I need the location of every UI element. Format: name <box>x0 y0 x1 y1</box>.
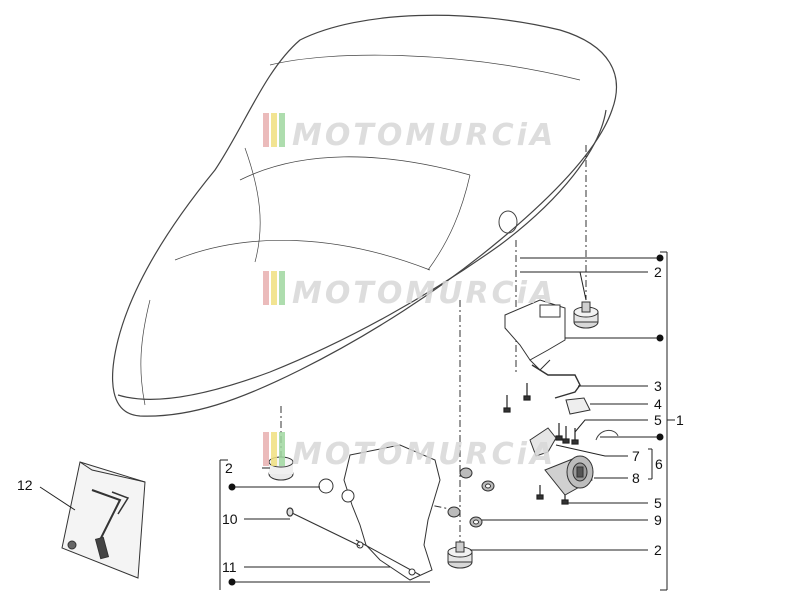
hook-block <box>539 304 561 318</box>
callout-1: 1 <box>676 412 684 428</box>
watermark-text: MOTOMURCiA <box>292 276 556 311</box>
watermark-stripe <box>263 113 269 147</box>
watermark-text: MOTOMURCiA <box>292 437 556 472</box>
watermark-text: MOTOMURCiA <box>292 118 556 153</box>
rubber-buffer-upper <box>573 301 599 329</box>
seat-seam-1 <box>269 54 581 81</box>
callout-2: 2 <box>225 460 233 476</box>
watermark-stripe <box>263 432 269 466</box>
hinge-plate <box>318 444 441 581</box>
watermark-stripe <box>271 271 277 305</box>
release-cable <box>531 364 581 399</box>
spring-clip <box>595 430 619 441</box>
callout-2: 2 <box>654 264 662 280</box>
seat-hook-bracket <box>504 299 566 371</box>
callout-12: 12 <box>17 477 33 493</box>
callout-8: 8 <box>632 470 640 486</box>
callout-dots <box>228 254 664 586</box>
callout-labels: 1 2 2 2 3 4 5 5 6 7 8 9 10 11 12 <box>17 264 684 575</box>
seat-seam-5 <box>140 299 151 406</box>
seat-lower-edge <box>117 109 607 400</box>
nuts <box>447 467 495 528</box>
callout-2: 2 <box>654 542 662 558</box>
tool-kit-bag <box>61 461 146 579</box>
leader-lines <box>39 251 675 591</box>
lock-cover <box>529 427 557 457</box>
hinge-pin <box>286 507 361 547</box>
callout-10: 10 <box>222 511 238 527</box>
callout-6: 6 <box>655 456 663 472</box>
release-lever <box>565 397 591 415</box>
seat-seam-3 <box>244 147 261 263</box>
seat <box>112 14 617 417</box>
watermark-stripe <box>271 432 277 466</box>
seat-outline <box>112 14 617 417</box>
callout-9: 9 <box>654 512 662 528</box>
lock-cylinder <box>544 455 594 496</box>
watermark-stripe <box>279 271 285 305</box>
seat-seam-4 <box>427 174 471 271</box>
watermark-3: MOTOMURCiA <box>263 432 556 472</box>
callout-7: 7 <box>632 448 640 464</box>
rubber-buffer-lower <box>447 541 473 569</box>
watermark-stripe <box>263 271 269 305</box>
callout-3: 3 <box>654 378 662 394</box>
screws <box>503 383 579 505</box>
callout-4: 4 <box>654 396 662 412</box>
callout-11: 11 <box>222 559 237 575</box>
watermark-stripe <box>279 113 285 147</box>
seat-lock-hole <box>498 210 518 234</box>
watermark-stripe <box>271 113 277 147</box>
watermark-2: MOTOMURCiA <box>263 271 556 311</box>
watermark-1: MOTOMURCiA <box>263 113 556 153</box>
seat-seam-2 <box>174 240 431 271</box>
watermark-stripe <box>279 432 285 466</box>
callout-5: 5 <box>654 412 662 428</box>
callout-5: 5 <box>654 495 662 511</box>
seat-rider-section <box>239 156 471 181</box>
